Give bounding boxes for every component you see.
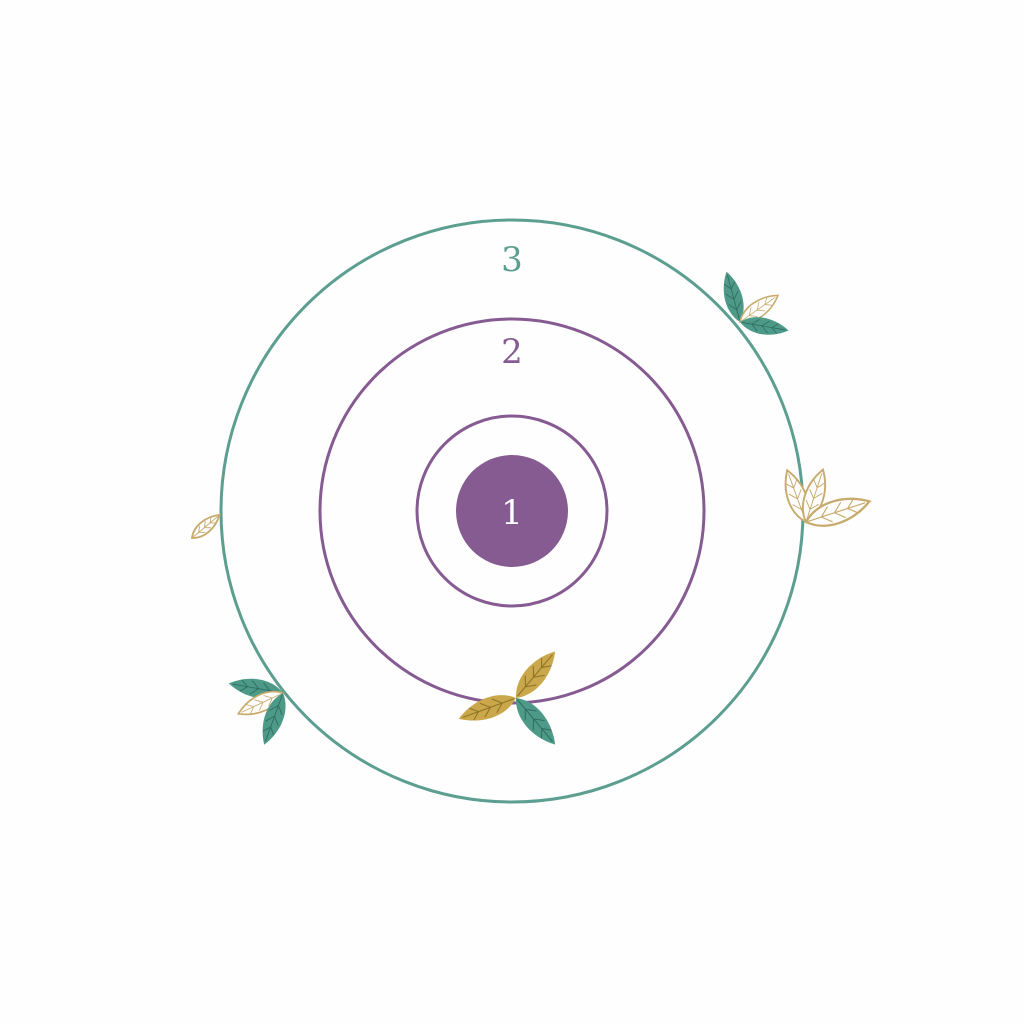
ring-2-label: 2: [501, 332, 523, 372]
ring-3-label: 3: [501, 240, 523, 280]
leaf-cluster-right: [777, 465, 875, 534]
core-circle: [456, 455, 568, 567]
ring-inner: [415, 414, 609, 608]
leaf-cluster-bottom-left: [227, 674, 292, 748]
leaf-cluster-top-right: [718, 269, 790, 339]
leaf-left: [187, 509, 225, 544]
core-label: 1: [501, 493, 523, 533]
